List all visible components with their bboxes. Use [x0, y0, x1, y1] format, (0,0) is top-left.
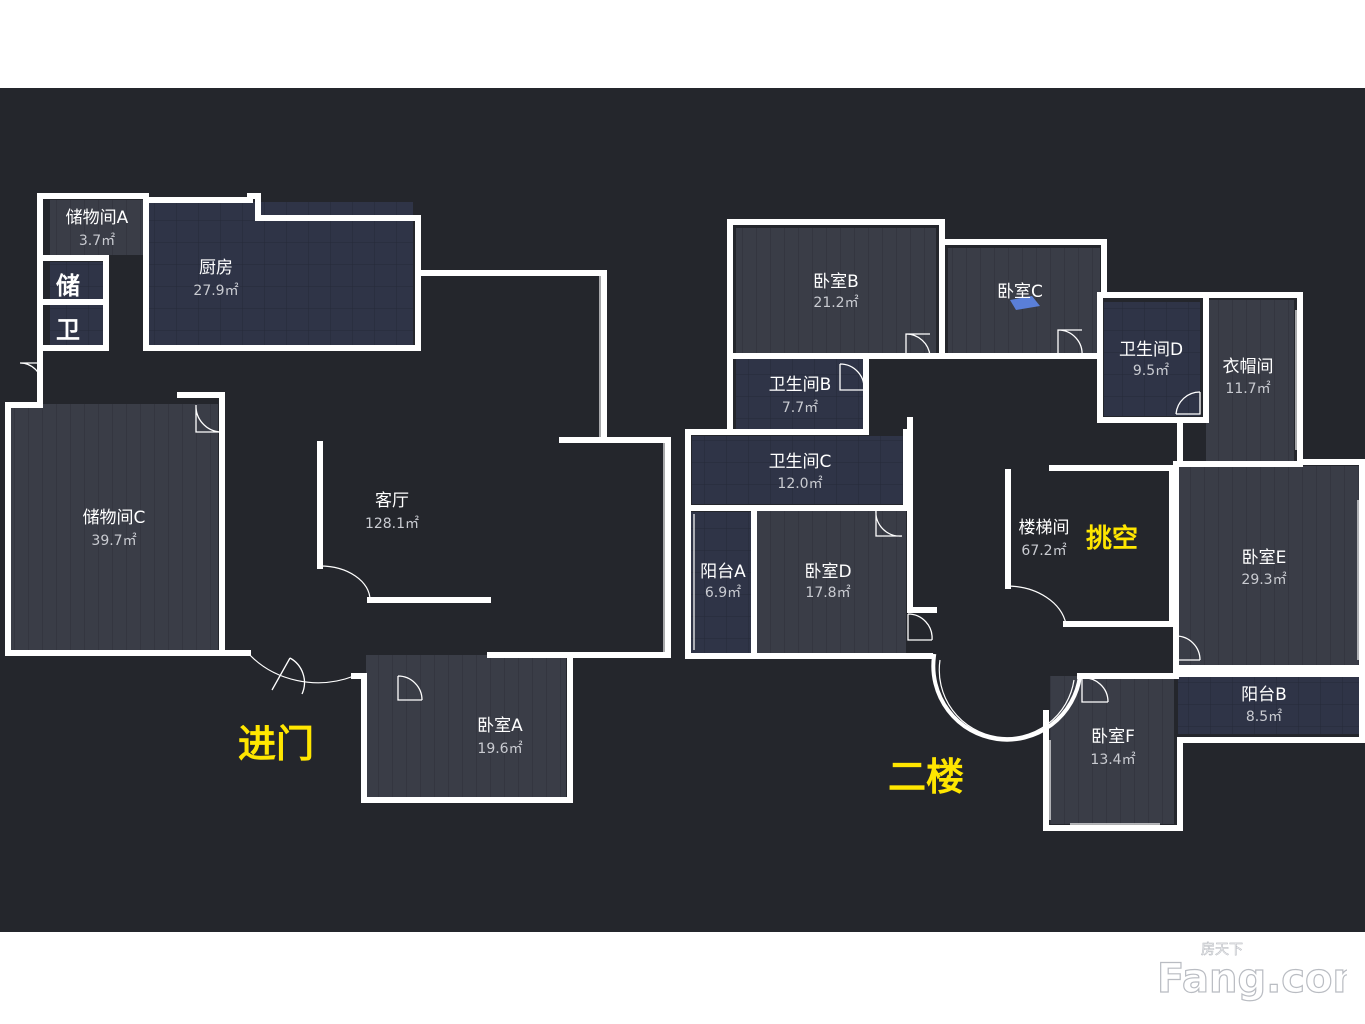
stair-area: 67.2㎡: [1021, 543, 1066, 559]
room-bath-c-floor: [692, 436, 906, 504]
watermark-sub-text: 房天下: [1201, 942, 1243, 958]
storage-c-area: 39.7㎡: [91, 533, 136, 549]
room-storage-a-floor: [50, 200, 144, 255]
kitchen-name: 厨房: [199, 258, 233, 278]
room-kitchen-floor: [148, 202, 413, 348]
room-bath-b-floor: [736, 358, 864, 430]
floor-plan-drawing: 储物间A 3.7㎡ 厨房 27.9㎡ 储 卫 客厅 128.1㎡ 储物间C 39…: [5, 193, 1365, 831]
room-bedroom-e-floor: [1178, 466, 1360, 670]
second-floor-annotation: 二楼: [888, 755, 964, 799]
storage-a-area: 3.7㎡: [79, 233, 115, 249]
balcony-b-area: 8.5㎡: [1246, 709, 1282, 725]
bedroom-a-area: 19.6㎡: [477, 741, 522, 757]
cloakroom-name: 衣帽间: [1223, 357, 1274, 377]
bath-d-name: 卫生间D: [1119, 340, 1183, 360]
room-storage-c-floor: [10, 404, 218, 652]
bedroom-d-name: 卧室D: [804, 562, 851, 582]
bath-c-area: 12.0㎡: [777, 476, 822, 492]
bedroom-b-name: 卧室B: [813, 272, 859, 292]
void-annotation: 挑空: [1086, 523, 1138, 554]
entrance-annotation: 进门: [238, 722, 314, 766]
storage-c-name: 储物间C: [83, 508, 146, 528]
second-floor-unit: [685, 219, 1365, 831]
bath-b-name: 卫生间B: [769, 375, 832, 395]
room-small-storage-floor: [50, 262, 104, 300]
bedroom-f-area: 13.4㎡: [1090, 752, 1135, 768]
bedroom-b-area: 21.2㎡: [813, 295, 858, 311]
bath-b-area: 7.7㎡: [782, 400, 818, 416]
bedroom-a-name: 卧室A: [477, 716, 523, 736]
living-room-name: 客厅: [375, 491, 409, 511]
room-labels: 储物间A 3.7㎡ 厨房 27.9㎡ 储 卫 客厅 128.1㎡ 储物间C 39…: [56, 208, 1287, 768]
balcony-a-name: 阳台A: [700, 562, 746, 582]
storage-a-name: 储物间A: [66, 208, 129, 228]
room-cloakroom-floor: [1206, 300, 1294, 462]
bedroom-e-name: 卧室E: [1242, 548, 1287, 568]
ground-floor-unit: [5, 193, 671, 803]
room-bedroom-a-floor: [366, 655, 566, 800]
bedroom-e-area: 29.3㎡: [1241, 572, 1286, 588]
cloakroom-area: 11.7㎡: [1225, 381, 1270, 397]
small-storage-label: 储: [56, 272, 80, 300]
annotations: 进门 二楼 挑空: [238, 523, 1138, 799]
balcony-a-area: 6.9㎡: [705, 585, 741, 601]
room-balcony-a-floor: [690, 512, 752, 654]
kitchen-area: 27.9㎡: [193, 283, 238, 299]
fixture-icon: [1010, 296, 1040, 310]
bedroom-f-name: 卧室F: [1091, 727, 1135, 747]
living-room-area: 128.1㎡: [365, 516, 419, 532]
bedroom-c-name: 卧室C: [997, 282, 1043, 302]
room-bedroom-d-floor: [756, 510, 906, 654]
bath-c-name: 卫生间C: [769, 452, 832, 472]
small-toilet-label: 卫: [56, 316, 80, 344]
room-balcony-b-floor: [1178, 676, 1360, 734]
bedroom-d-area: 17.8㎡: [805, 585, 850, 601]
fang-watermark-logo: 房天下 Fang.com: [1157, 942, 1347, 1003]
stair-name: 楼梯间: [1019, 518, 1070, 538]
room-bath-d-floor: [1104, 302, 1200, 416]
floor-plan-area: 储物间A 3.7㎡ 厨房 27.9㎡ 储 卫 客厅 128.1㎡ 储物间C 39…: [0, 88, 1365, 932]
room-small-toilet-floor: [50, 305, 104, 345]
room-bedroom-b-floor: [736, 228, 936, 354]
watermark-main-text: Fang.com: [1157, 956, 1347, 1002]
balcony-b-name: 阳台B: [1241, 685, 1287, 705]
bath-d-area: 9.5㎡: [1133, 363, 1169, 379]
